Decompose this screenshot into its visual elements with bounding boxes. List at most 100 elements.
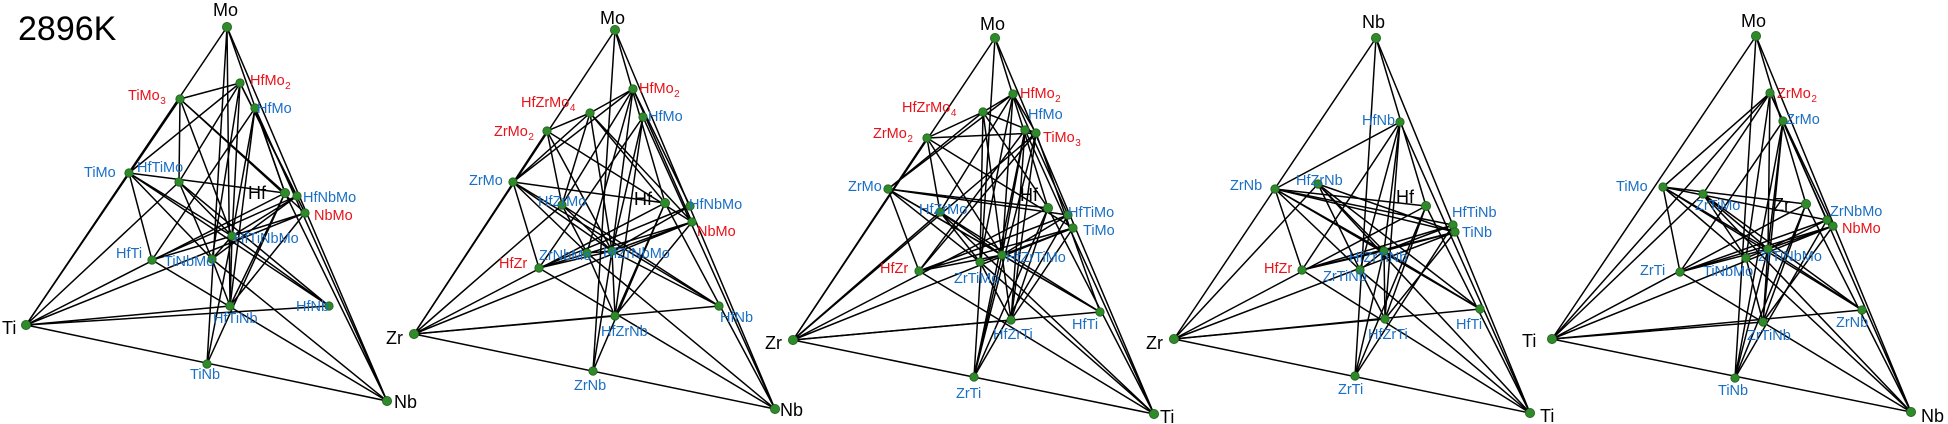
- hull-edge: [918, 254, 1003, 272]
- hull-edge: [1762, 225, 1834, 323]
- hull-edge: [1012, 93, 1037, 134]
- unstable-phase-label: ZrTiNb: [1747, 328, 1791, 344]
- unstable-phase-label: HfTiNb: [213, 311, 258, 327]
- hull-edge: [939, 211, 981, 263]
- hull-edge: [179, 82, 241, 100]
- hull-edge: [1702, 92, 1771, 195]
- hull-edge: [284, 192, 388, 402]
- unstable-phase-label: HfMo: [257, 101, 292, 117]
- hull-edge: [413, 204, 563, 335]
- phase-node: [1063, 210, 1073, 220]
- hull-edge: [178, 181, 330, 307]
- hull-edge: [1662, 186, 1863, 311]
- unstable-phase-label: TiMo: [1616, 179, 1648, 195]
- hull-edge: [1354, 250, 1385, 377]
- hull-edge: [592, 29, 616, 372]
- unstable-phase-label: HfMo: [648, 109, 683, 125]
- hull-edge: [1001, 93, 1014, 256]
- hull-edge: [231, 107, 256, 237]
- unstable-phase-label: HfZrTiMo: [1006, 250, 1066, 266]
- hull-edge: [254, 107, 286, 194]
- hull-edge: [1734, 203, 1807, 379]
- hull-edge: [512, 112, 591, 183]
- phase-node: [1450, 227, 1460, 237]
- hull-edge: [887, 188, 920, 272]
- phase-node: [1801, 198, 1812, 209]
- phase-node: [324, 301, 334, 311]
- hull-edge: [229, 107, 256, 307]
- hull-edge: [1551, 193, 1704, 340]
- element-label: Nb: [394, 392, 417, 412]
- hull-edge: [178, 82, 241, 183]
- phase-node: [1379, 246, 1389, 256]
- hull-edge: [1767, 92, 1771, 250]
- unstable-phase-label: TiNb: [190, 367, 220, 383]
- hull-edge: [979, 261, 1012, 321]
- hull-edge: [538, 221, 693, 269]
- hull-edge: [151, 235, 233, 261]
- unstable-phase-label: TiNb: [1462, 225, 1492, 241]
- stable-phase-label: TiMo: [128, 88, 160, 104]
- hull-edge: [973, 214, 1069, 378]
- hull-edge: [1383, 121, 1401, 252]
- hull-edge: [128, 172, 153, 261]
- hull-edge: [611, 250, 720, 307]
- hull-edge: [211, 82, 241, 260]
- phase-node: [1525, 407, 1536, 418]
- element-label: Ti: [1160, 407, 1174, 424]
- hull-edge: [413, 305, 720, 335]
- phase-node: [534, 263, 544, 273]
- hull-edge: [546, 112, 591, 132]
- phase-node: [1068, 223, 1078, 233]
- phase-node: [250, 103, 260, 113]
- hull-edge: [982, 111, 1049, 209]
- hull-edge: [1551, 225, 1834, 340]
- unstable-phase-label: ZrTiMo: [1695, 198, 1740, 214]
- hull-edge: [128, 172, 286, 194]
- phase-node: [922, 133, 932, 143]
- phase-node: [607, 246, 617, 256]
- hull-edge: [589, 112, 613, 252]
- hull-edge: [1274, 121, 1401, 190]
- element-label: Mo: [980, 14, 1005, 34]
- unstable-phase-label: HfNb: [296, 299, 329, 315]
- hull-edge: [1745, 257, 1764, 323]
- stable-phase-label: ZrMo: [873, 126, 907, 142]
- hull-edge: [994, 37, 1049, 209]
- phase-node: [1698, 189, 1708, 199]
- element-label: Mo: [213, 0, 238, 20]
- formula-subscript: 2: [528, 132, 534, 143]
- hull-edge: [1354, 37, 1377, 377]
- phase-node: [975, 257, 985, 267]
- hull-edge: [592, 202, 666, 372]
- hull-edges: [1551, 35, 1912, 413]
- unstable-phase-label: ZrTiNbMo: [1758, 249, 1822, 265]
- hull-edge: [512, 181, 588, 254]
- unstable-phase-label: TiNb: [1718, 383, 1748, 399]
- phase-node: [1031, 128, 1041, 138]
- element-label: Nb: [1362, 12, 1385, 32]
- phase-node: [1149, 408, 1160, 419]
- hull-edge: [211, 195, 298, 260]
- element-label: Mo: [1741, 11, 1766, 31]
- hull-edge: [632, 88, 693, 223]
- phase-node: [227, 231, 237, 241]
- hull-edge: [1010, 227, 1074, 321]
- phase-node: [508, 177, 518, 187]
- hull-edge: [178, 181, 233, 237]
- phase-node: [610, 24, 621, 35]
- hull-edge: [586, 252, 776, 410]
- unstable-phase-label: HfTi: [1072, 317, 1098, 333]
- phase-node: [582, 248, 592, 258]
- stable-phase-label: HfMo: [1020, 86, 1055, 102]
- unstable-phase-label: ZrTi: [1338, 382, 1363, 398]
- unstable-phase-label: ZrTi: [956, 386, 981, 402]
- formula-subscript: 2: [285, 81, 291, 92]
- hull-edge: [512, 181, 613, 252]
- unstable-phase-label: HfZrTi: [1368, 327, 1408, 343]
- phase-node: [997, 250, 1007, 260]
- phase-node: [1730, 373, 1740, 383]
- hull-edge: [1383, 250, 1481, 310]
